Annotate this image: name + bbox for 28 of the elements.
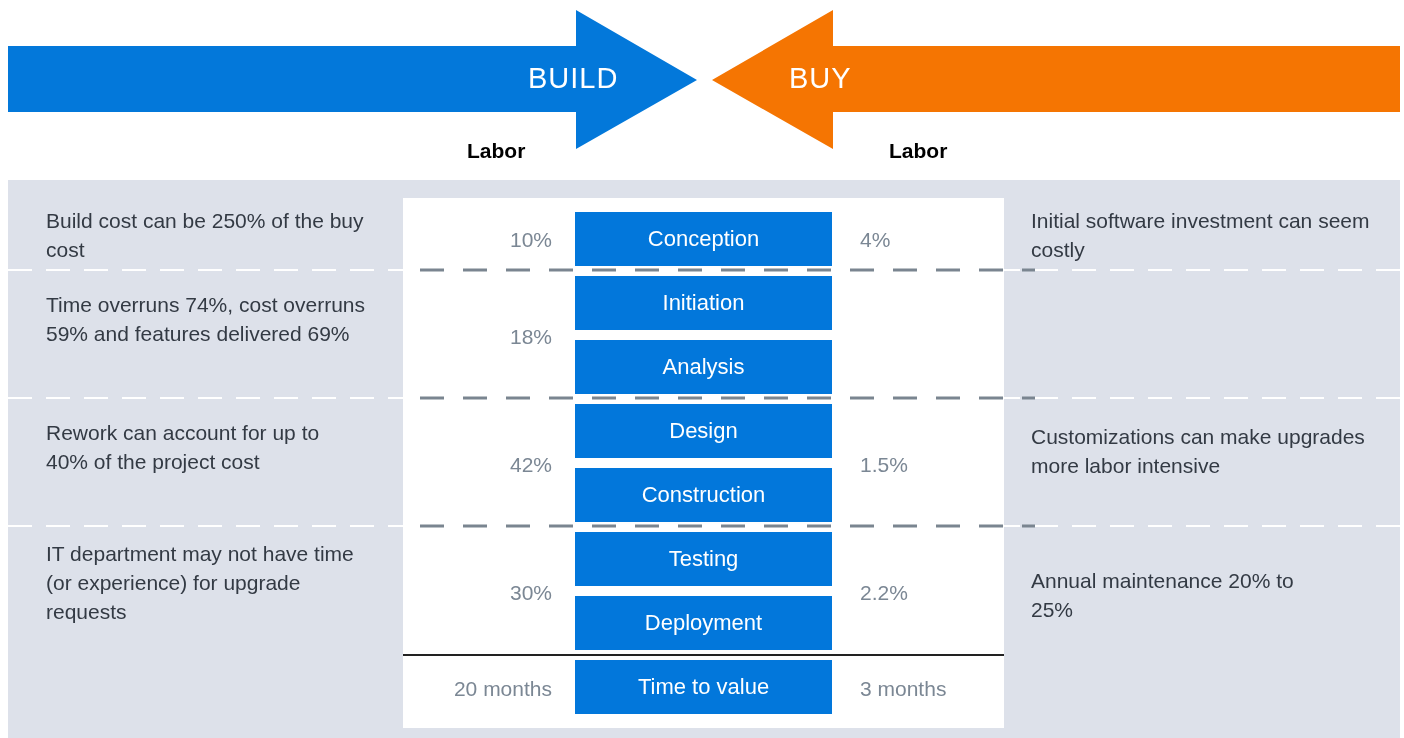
- note-text: Build cost can be 250% of the buy cost: [46, 208, 365, 263]
- column-heading: Labor: [889, 138, 948, 164]
- note-text: Customizations can make upgrades more labor intensive: [1031, 424, 1366, 479]
- phase-box: Analysis: [575, 340, 832, 394]
- value-text: 1.5%: [860, 452, 908, 478]
- value-text: 3 months: [860, 676, 947, 702]
- phase-box: Design: [575, 404, 832, 458]
- column-heading: Labor: [467, 138, 526, 164]
- note-text: Initial software investment can seem costly: [1031, 208, 1371, 263]
- phase-box: Time to value: [575, 660, 832, 714]
- phase-box: Deployment: [575, 596, 832, 650]
- note-text: Time overruns 74%, cost overruns 59% and features delivered 69%: [46, 292, 366, 347]
- arrow-label: BUILD: [528, 62, 619, 95]
- phase-box: Testing: [575, 532, 832, 586]
- value-text: 18%: [509, 324, 552, 350]
- note-text: Rework can account for up to 40% of the project cost: [46, 420, 321, 475]
- value-text: 10%: [509, 227, 552, 253]
- phase-box: Conception: [575, 212, 832, 266]
- value-text: 30%: [509, 580, 552, 606]
- phase-box: Construction: [575, 468, 832, 522]
- value-text: 42%: [509, 452, 552, 478]
- value-text: 4%: [860, 227, 891, 253]
- value-text: 20 months: [453, 676, 552, 702]
- phase-box: Initiation: [575, 276, 832, 330]
- note-text: IT department may not have time (or experience) for upgrade requests: [46, 541, 355, 625]
- note-text: Annual maintenance 20% to 25%: [1031, 568, 1295, 623]
- value-text: 2.2%: [860, 580, 908, 606]
- arrow-label: BUY: [789, 62, 852, 95]
